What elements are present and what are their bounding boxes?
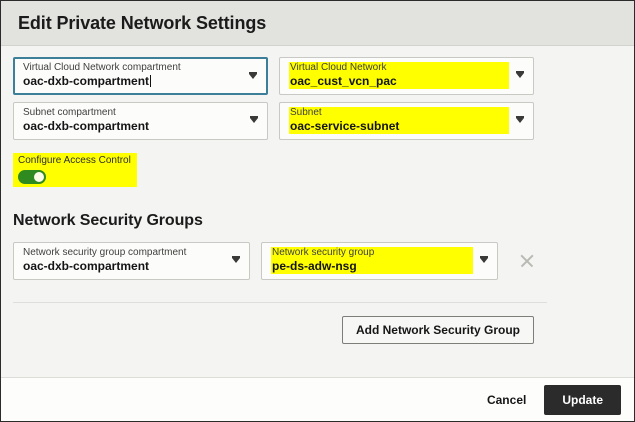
chevron-down-icon[interactable]	[249, 72, 257, 79]
dialog-header: Edit Private Network Settings	[1, 1, 634, 46]
subnet-value: oac-service-subnet	[289, 119, 509, 134]
vcn-value: oac_cust_vcn_pac	[289, 74, 509, 89]
nsg-compartment-select[interactable]: Network security group compartment oac-d…	[13, 242, 250, 280]
chevron-down-icon[interactable]	[516, 116, 524, 123]
subnet-compartment-value: oac-dxb-compartment	[23, 119, 150, 133]
vcn-label: Virtual Cloud Network	[289, 62, 509, 74]
cancel-button[interactable]: Cancel	[483, 387, 530, 413]
subnet-label: Subnet	[289, 107, 509, 119]
nsg-group-select[interactable]: Network security group pe-ds-adw-nsg	[261, 242, 498, 280]
page-title: Edit Private Network Settings	[18, 12, 267, 33]
network-row-2: Subnet compartment oac-dxb-compartment S…	[13, 102, 622, 140]
vcn-compartment-select[interactable]: Virtual Cloud Network compartment oac-dx…	[13, 57, 268, 95]
text-caret	[150, 75, 152, 87]
section-divider	[13, 302, 547, 303]
configure-access-control-label: Configure Access Control	[18, 155, 131, 166]
toggle-knob	[34, 172, 44, 182]
nsg-compartment-value: oac-dxb-compartment	[23, 259, 150, 273]
dialog-footer: Cancel Update	[1, 377, 634, 421]
vcn-select[interactable]: Virtual Cloud Network oac_cust_vcn_pac	[279, 57, 534, 95]
configure-access-control-group: Configure Access Control	[13, 153, 137, 187]
chevron-down-icon[interactable]	[250, 116, 258, 123]
chevron-down-icon[interactable]	[480, 256, 488, 263]
close-icon[interactable]	[516, 250, 538, 272]
vcn-compartment-value: oac-dxb-compartment	[23, 74, 152, 88]
add-nsg-row: Add Network Security Group	[13, 316, 622, 344]
subnet-compartment-label: Subnet compartment	[23, 107, 116, 118]
nsg-row: Network security group compartment oac-d…	[13, 242, 622, 280]
nsg-compartment-label: Network security group compartment	[23, 247, 187, 258]
vcn-compartment-label: Virtual Cloud Network compartment	[23, 62, 181, 73]
chevron-down-icon[interactable]	[232, 256, 240, 263]
chevron-down-icon[interactable]	[516, 71, 524, 78]
nsg-group-value: pe-ds-adw-nsg	[271, 259, 473, 274]
network-security-groups-heading: Network Security Groups	[13, 212, 203, 229]
nsg-group-label: Network security group	[271, 247, 473, 259]
subnet-select[interactable]: Subnet oac-service-subnet	[279, 102, 534, 140]
update-button[interactable]: Update	[544, 384, 621, 415]
network-row-1: Virtual Cloud Network compartment oac-dx…	[13, 57, 622, 95]
dialog-body: Virtual Cloud Network compartment oac-dx…	[1, 46, 634, 377]
add-network-security-group-button[interactable]: Add Network Security Group	[341, 316, 534, 344]
subnet-compartment-select[interactable]: Subnet compartment oac-dxb-compartment	[13, 102, 268, 140]
configure-access-control-toggle[interactable]	[18, 170, 46, 184]
